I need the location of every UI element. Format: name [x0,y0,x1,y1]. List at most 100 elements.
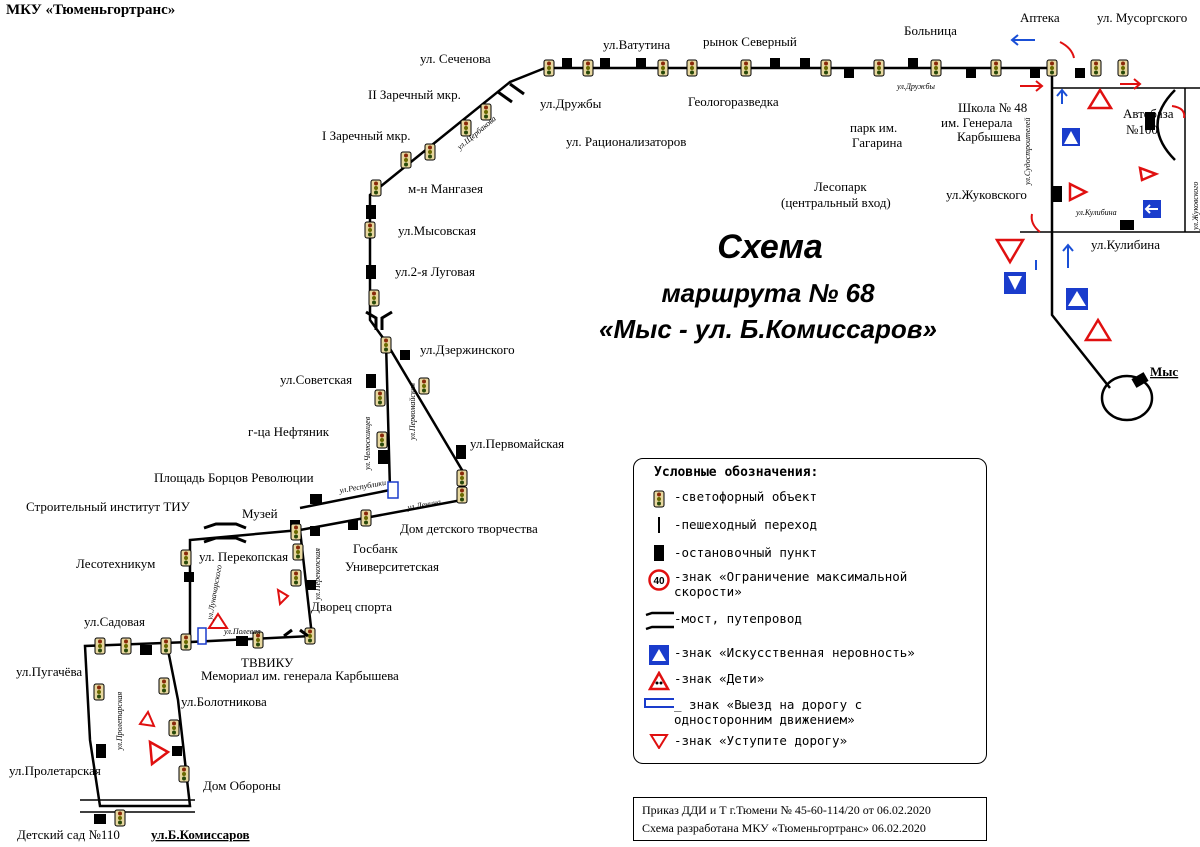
label-lesopark-2: (центральный вход) [781,195,891,210]
street-chelyuskintsev: ул.Челюскинцев [363,416,372,471]
street-sudostroiteley: ул.Судостроителей [1023,118,1032,186]
legend-oneway-text: _ знак «Выезд на дорогу с односторонним … [674,697,863,727]
label-zarechny2: II Заречный мкр. [368,87,461,102]
order-box: Приказ ДДИ и Т г.Тюмени № 45-60-114/20 о… [633,797,987,841]
legend-crossing-text: -пешеходный переход [674,517,817,532]
label-dom-oborony: Дом Обороны [203,778,281,793]
label-rynok: рынок Северный [703,34,797,49]
legend-row-crossing: -пешеходный переход [644,517,817,533]
legend-row-children: -знак «Дети» [644,671,764,691]
crossing-icon [658,517,660,533]
label-park-2: Гагарина [852,135,902,150]
label-proletarskaya: ул.Пролетарская [9,763,101,778]
legend-row-stop: -остановочный пункт [644,545,817,561]
street-pervomayskaya: ул.Первомайская [408,383,417,441]
yield-icon [649,734,669,749]
label-neftyanik: г-ца Нефтяник [248,424,330,439]
label-pugacheva: ул.Пугачёва [16,664,82,679]
stop-labels: ул. Сеченова ул.Ватутина рынок Северный … [9,10,1187,842]
legend-bump-text: -знак «Искусственная неровность» [674,645,915,660]
direction-arrows [1010,34,1186,270]
label-ratsionalizatorov: ул. Рационализаторов [566,134,686,149]
label-detsad: Детский сад №110 [17,827,120,842]
title-line-2: маршрута № 68 [661,278,875,308]
label-avtobaza-2: №100 [1126,122,1158,137]
stop-icon [654,545,664,561]
legend-children-text: -знак «Дети» [674,671,765,686]
street-zhukovskogo: ул.Жуковского [1191,182,1200,231]
legend-row-oneway: _ знак «Выезд на дорогу с односторонним … [644,697,862,727]
bridge-icon [645,611,674,631]
legend-speed-text: -знак «Ограничение максимальной скорости… [674,569,908,599]
label-dom-tvorchestva: Дом детского творчества [400,521,538,536]
legend-traffic-light-text: -светофорный объект [674,489,817,504]
traffic-light-icon [653,490,665,508]
children-sign-icon [648,671,670,691]
label-avtobaza-1: Автобаза [1123,106,1174,121]
label-sadovaya: ул.Садовая [84,614,145,629]
speed-limit-icon: 40 [648,569,670,591]
label-dzerzhinskogo: ул.Дзержинского [420,342,515,357]
label-sovetskaya: ул.Советская [280,372,352,387]
street-proletarskaya: ул.Пролетарская [115,691,124,751]
legend-stop-text: -остановочный пункт [674,545,817,560]
street-lenina: ул.Ленина [406,497,442,512]
legend-row-speed: 40 -знак «Ограничение максимальной скоро… [644,569,907,599]
label-senenova: ул. Сеченова [420,51,491,66]
avtobaza-loop [1156,89,1176,161]
label-lesopark-1: Лесопарк [814,179,867,194]
legend-row-bridge: -мост, путепровод [644,611,802,631]
label-zhukovskogo: ул.Жуковского [946,187,1027,202]
label-muzey: Музей [242,506,278,521]
label-dvorets: Дворец спорта [311,599,392,614]
label-vatutina: ул.Ватутина [603,37,670,52]
label-shkola-1: Школа № 48 [958,100,1027,115]
label-mys: Мыс [1150,364,1178,379]
order-line-2: Схема разработана МКУ «Тюменьгортранс» 0… [642,821,926,835]
label-zarechny1: I Заречный мкр. [322,128,411,143]
stop-markers [94,58,1155,824]
label-universitetskaya: Университетская [345,559,439,574]
label-shkola-2: им. Генерала [941,115,1013,130]
label-borcov: Площадь Борцов Революции [154,470,314,485]
legend-title: Условные обозначения: [654,465,819,480]
label-bolnitsa: Больница [904,23,957,38]
label-mangazeya: м-н Мангазея [408,181,483,196]
legend-row-traffic-light: -светофорный объект [644,489,817,509]
label-perekopskaya: ул. Перекопская [199,549,288,564]
street-polevaya: ул.Полевая [223,627,261,636]
label-gosbank: Госбанк [353,541,398,556]
label-park-1: парк им. [850,120,897,135]
label-memorial: Мемориал им. генерала Карбышева [201,668,399,683]
title-line-3: «Мыс - ул. Б.Комиссаров» [599,314,937,344]
organization-name: МКУ «Тюменьгортранс» [6,2,176,18]
bump-icon [649,645,669,665]
label-kulibina: ул.Кулибина [1091,237,1160,252]
label-lugovaya: ул.2-я Луговая [395,264,475,279]
mys-loop [1100,374,1154,422]
label-apteka: Аптека [1020,10,1060,25]
label-b-komissarov: ул.Б.Комиссаров [151,827,250,842]
road-signs [138,87,1161,767]
legend-row-yield: -знак «Уступите дорогу» [644,733,847,749]
title-line-1: Схема [717,228,823,266]
label-tvviku: ТВВИКУ [241,655,294,670]
legend-bridge-text: -мост, путепровод [674,611,802,626]
label-bolotnikova: ул.Болотникова [181,694,267,709]
bridges [203,82,525,638]
label-shkola-3: Карбышева [957,129,1021,144]
street-perekopskaya: ул.Перекопская [313,548,322,601]
label-mysovskaya: ул.Мысовская [398,223,476,238]
street-lunacharskogo: ул.Луначарского [205,564,224,621]
label-pervomayskaya: ул.Первомайская [470,436,564,451]
legend-row-bump: -знак «Искусственная неровность» [644,645,915,665]
street-druzhby: ул.Дружбы [896,82,936,91]
legend-yield-text: -знак «Уступите дорогу» [674,733,848,748]
label-musorgskogo: ул. Мусоргского [1097,10,1187,25]
svg-text:40: 40 [653,576,665,587]
order-line-1: Приказ ДДИ и Т г.Тюмени № 45-60-114/20 о… [642,803,931,817]
label-stroit: Строительный институт ТИУ [26,499,191,514]
label-lesotekhnikum: Лесотехникум [76,556,155,571]
legend-box: Условные обозначения: -светофорный объек… [633,458,987,764]
